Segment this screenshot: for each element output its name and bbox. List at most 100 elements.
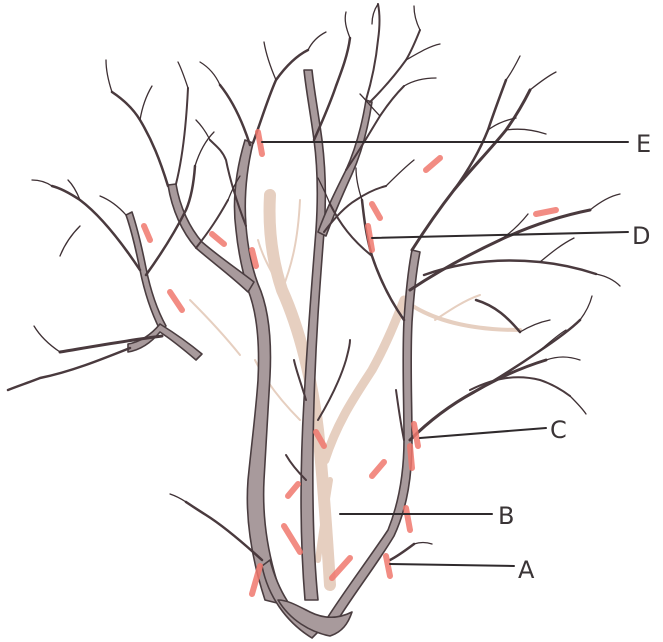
branch-center-mid [323, 185, 387, 233]
branch-left-top2 [175, 87, 189, 185]
twig [355, 167, 363, 201]
cut-mark [167, 289, 185, 313]
twig [307, 31, 327, 51]
twig [195, 119, 211, 141]
branch-right-upper [452, 78, 508, 192]
cut-marks [141, 129, 559, 597]
twig [545, 356, 581, 361]
twig [499, 213, 529, 241]
callout-label-c: C [550, 416, 567, 444]
callout-label-a: A [518, 556, 535, 584]
cut-mark [249, 563, 263, 597]
twig [59, 225, 81, 257]
twig [359, 93, 381, 117]
branch-left-mid [144, 164, 197, 277]
branch-right-mid [474, 298, 522, 334]
cut-mark [209, 231, 227, 247]
branch-right-sweep2 [422, 259, 598, 277]
branch-left-arm [127, 323, 203, 361]
branch-right-low [408, 358, 548, 442]
leader-line-c [419, 427, 547, 439]
branch-right-sweep [408, 208, 592, 292]
cut-mark [249, 247, 259, 269]
cut-mark [281, 523, 303, 555]
branch-lower-left [184, 500, 264, 562]
twig [33, 325, 61, 353]
twig [227, 175, 241, 201]
callout-label-d: D [632, 222, 650, 250]
twig [194, 131, 215, 167]
cut-mark [369, 201, 383, 221]
cut-mark [383, 553, 393, 579]
cut-mark [403, 505, 413, 533]
twig [529, 71, 557, 91]
leader-line-d [371, 231, 629, 239]
leader-line-a [389, 563, 515, 567]
twig [405, 43, 441, 61]
twig [403, 77, 437, 87]
twig [537, 329, 567, 353]
twig [99, 195, 127, 216]
branch-center-low [293, 359, 307, 401]
trunk-left-base [261, 559, 319, 639]
twig [413, 541, 433, 545]
twig [105, 59, 113, 93]
trunk-base [277, 599, 353, 637]
branch-right-stub [395, 389, 405, 441]
twig [413, 5, 421, 31]
branch-left-twig2 [209, 139, 247, 227]
twig [344, 11, 351, 39]
cut-mark [407, 443, 415, 471]
pale-branch-lower [315, 477, 333, 563]
callouts [261, 141, 629, 567]
trunk-left [233, 139, 286, 606]
cut-mark [365, 223, 375, 253]
twig [139, 85, 153, 121]
twig [317, 177, 331, 205]
twig [31, 179, 53, 187]
cut-mark [329, 555, 353, 581]
twig [263, 41, 277, 81]
cut-mark [313, 429, 327, 449]
branch-right-inner2 [329, 203, 373, 257]
twig [595, 273, 621, 287]
pale-branch-center [320, 295, 409, 465]
twig [169, 493, 187, 503]
trunk-center [300, 69, 327, 601]
branch-right-low3 [469, 376, 571, 397]
cut-mark [423, 155, 443, 173]
branch-center-up [251, 48, 310, 145]
pale-twig-a [434, 294, 481, 321]
branch-center-left [218, 83, 252, 147]
twigs [31, 3, 621, 545]
twig [199, 61, 221, 86]
trunk-right [325, 249, 421, 627]
twig [539, 237, 575, 263]
twig [569, 395, 587, 415]
branch-left-up [50, 184, 142, 272]
branch-left-twig1 [195, 199, 229, 249]
cut-mark [533, 207, 559, 217]
pale-twig-c [281, 199, 301, 291]
branch-left-long [58, 334, 164, 354]
cut-mark [369, 459, 387, 479]
twig [589, 193, 621, 211]
callout-label-e: E [636, 130, 651, 158]
twig [579, 295, 593, 321]
cut-mark [411, 421, 421, 449]
branches [6, 3, 598, 562]
branch-top-tall [365, 3, 381, 101]
branch-right-main [410, 88, 532, 252]
twig [371, 3, 379, 25]
branch-left-top [110, 90, 170, 188]
branch-left-low [6, 346, 132, 392]
callout-label-b: B [498, 502, 514, 530]
twig [385, 159, 415, 187]
branch-top-right-center [312, 36, 352, 142]
branch-left-fork [125, 211, 167, 331]
cut-mark [141, 223, 153, 243]
twig [519, 319, 551, 333]
twig [177, 61, 189, 89]
trunk-center-fork [317, 99, 373, 237]
